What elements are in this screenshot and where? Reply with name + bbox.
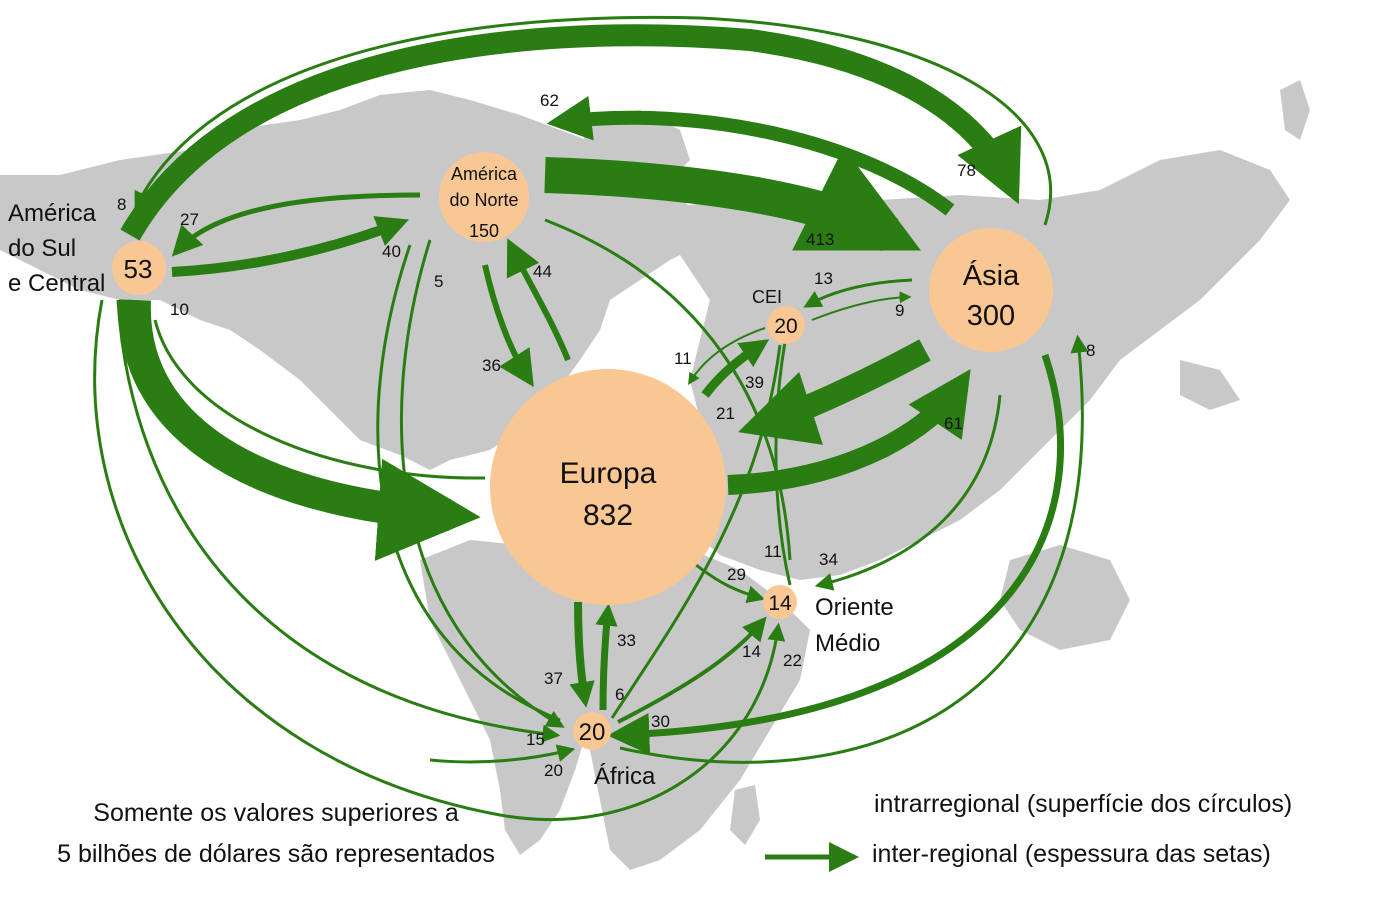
note-line1: Somente os valores superiores a bbox=[93, 799, 459, 827]
flow-europa-to-africa bbox=[569, 601, 595, 708]
norte-name-line2: do Norte bbox=[449, 190, 518, 210]
flow-sul-to-europa-small bbox=[153, 319, 486, 480]
flow-norte-to-africa-2 bbox=[376, 244, 561, 722]
label-africa-to-cei: 6 bbox=[615, 685, 624, 704]
land-australia bbox=[1000, 545, 1130, 650]
legend: intrarregional (superfície dos círculos)… bbox=[765, 790, 1292, 872]
flow-sul-in-africa-20 bbox=[429, 744, 576, 764]
label-africa-to-europa: 33 bbox=[617, 631, 636, 650]
oriente-value: 14 bbox=[768, 592, 792, 615]
label-asia-to-europa: 21 bbox=[716, 404, 735, 423]
flow-europa-to-cei bbox=[701, 339, 770, 398]
label-norte-to-europa: 36 bbox=[482, 356, 501, 375]
circle-norte bbox=[439, 152, 529, 242]
cei-value: 20 bbox=[774, 315, 797, 338]
label-asia-to-cei: 13 bbox=[814, 269, 833, 288]
europa-value: 832 bbox=[583, 499, 633, 532]
label-sul-to-asia: 78 bbox=[957, 161, 976, 180]
sul-name-line3: e Central bbox=[8, 270, 105, 297]
label-africa-to-oriente: 14 bbox=[742, 642, 761, 661]
oriente-name-line2: Médio bbox=[815, 630, 880, 657]
label-asia-to-africa: 30 bbox=[651, 712, 670, 731]
flow-sul-to-oriente bbox=[93, 299, 786, 821]
flow-africa-to-europa bbox=[595, 603, 618, 711]
sul-value: 53 bbox=[124, 254, 153, 284]
legend-arrows-label: inter-regional (espessura das setas) bbox=[872, 840, 1271, 868]
label-asia-to-norte: 62 bbox=[540, 91, 559, 110]
label-sul-to-africa: 15 bbox=[526, 730, 545, 749]
flow-cei-to-europa bbox=[688, 327, 766, 386]
label-europa-to-norte: 44 bbox=[533, 262, 552, 281]
label-europa-to-oriente: 29 bbox=[727, 565, 746, 584]
flow-norte-to-sul bbox=[171, 192, 421, 257]
circle-africa bbox=[573, 712, 611, 750]
flow-norte-to-africa bbox=[400, 239, 565, 728]
circle-sul bbox=[112, 241, 166, 295]
flow-europa-to-norte bbox=[506, 238, 571, 362]
sul-name-line1: América bbox=[8, 200, 97, 227]
flow-sul-to-norte bbox=[171, 216, 409, 277]
flow-europa-to-asia bbox=[727, 369, 971, 495]
land-japan bbox=[1080, 260, 1150, 340]
legend-circles-label: intrarregional (superfície dos círculos) bbox=[874, 790, 1292, 818]
norte-name-line1: América bbox=[451, 164, 518, 184]
flow-value-labels: 62 78 413 8 27 40 10 5 44 36 13 9 11 39 … bbox=[117, 91, 1095, 780]
flow-asia-to-africa bbox=[607, 353, 1064, 755]
label-asia-to-sul: 8 bbox=[117, 195, 126, 214]
flow-cei-to-oriente bbox=[774, 341, 792, 586]
cei-name: CEI bbox=[752, 287, 782, 307]
flow-sul-to-asia bbox=[120, 24, 1022, 241]
footnote: Somente os valores superiores a 5 bilhõe… bbox=[57, 799, 495, 868]
label-sul-to-norte: 40 bbox=[382, 242, 401, 261]
flow-sul-to-europa bbox=[118, 299, 481, 561]
flow-europa-to-oriente bbox=[689, 558, 766, 603]
label-europa-to-asia: 61 bbox=[944, 414, 963, 433]
label-sul-to-oriente: 22 bbox=[783, 651, 802, 670]
flow-africa-to-cei bbox=[610, 344, 782, 719]
flow-norte-to-oriente bbox=[544, 218, 792, 561]
asia-value: 300 bbox=[967, 300, 1015, 332]
flow-asia-to-oriente bbox=[814, 394, 1002, 591]
land-islands-2 bbox=[1280, 80, 1310, 140]
circle-europa bbox=[490, 369, 726, 605]
label-cei-to-oriente: 11 bbox=[764, 542, 782, 561]
sul-name-line2: do Sul bbox=[8, 235, 76, 262]
label-norte-to-asia: 413 bbox=[806, 230, 834, 249]
europa-name: Europa bbox=[560, 457, 657, 490]
label-europa-to-africa: 37 bbox=[544, 669, 563, 688]
norte-value: 150 bbox=[469, 221, 499, 241]
flow-africa-to-asia bbox=[619, 334, 1089, 764]
africa-value: 20 bbox=[579, 719, 606, 746]
label-sul-to-europa-small: 10 bbox=[170, 300, 189, 319]
label-africa-to-asia: 8 bbox=[1086, 341, 1095, 360]
land-islands-1 bbox=[1180, 360, 1240, 410]
circle-asia bbox=[929, 228, 1053, 352]
flow-cei-to-asia bbox=[811, 291, 912, 321]
flow-arrows bbox=[93, 15, 1089, 821]
note-line2: 5 bilhões de dólares são representados bbox=[57, 840, 495, 868]
flow-norte-to-asia bbox=[544, 147, 921, 252]
flow-asia-to-sul bbox=[134, 15, 1052, 226]
label-cei-to-europa: 11 bbox=[674, 349, 692, 368]
label-africa-in-20: 20 bbox=[544, 761, 563, 780]
land-madagascar bbox=[730, 785, 760, 845]
label-asia-to-oriente: 34 bbox=[819, 550, 838, 569]
label-europa-to-cei: 39 bbox=[745, 373, 764, 392]
region-circles bbox=[112, 152, 1053, 750]
circle-oriente bbox=[763, 585, 797, 619]
label-norte-to-sul: 27 bbox=[180, 210, 199, 229]
label-cei-to-asia: 9 bbox=[895, 301, 904, 320]
circle-cei bbox=[767, 306, 805, 344]
flow-asia-to-cei bbox=[803, 278, 913, 308]
flow-norte-to-europa bbox=[482, 264, 534, 388]
africa-name: África bbox=[594, 763, 656, 790]
region-labels: Europa 832 Ásia 300 América do Norte 150… bbox=[8, 164, 1020, 790]
label-norte-to-africa: 5 bbox=[434, 272, 443, 291]
oriente-name-line1: Oriente bbox=[815, 594, 894, 621]
flow-sul-to-africa bbox=[116, 299, 561, 743]
flow-africa-to-oriente bbox=[617, 616, 767, 724]
asia-name: Ásia bbox=[963, 259, 1020, 292]
